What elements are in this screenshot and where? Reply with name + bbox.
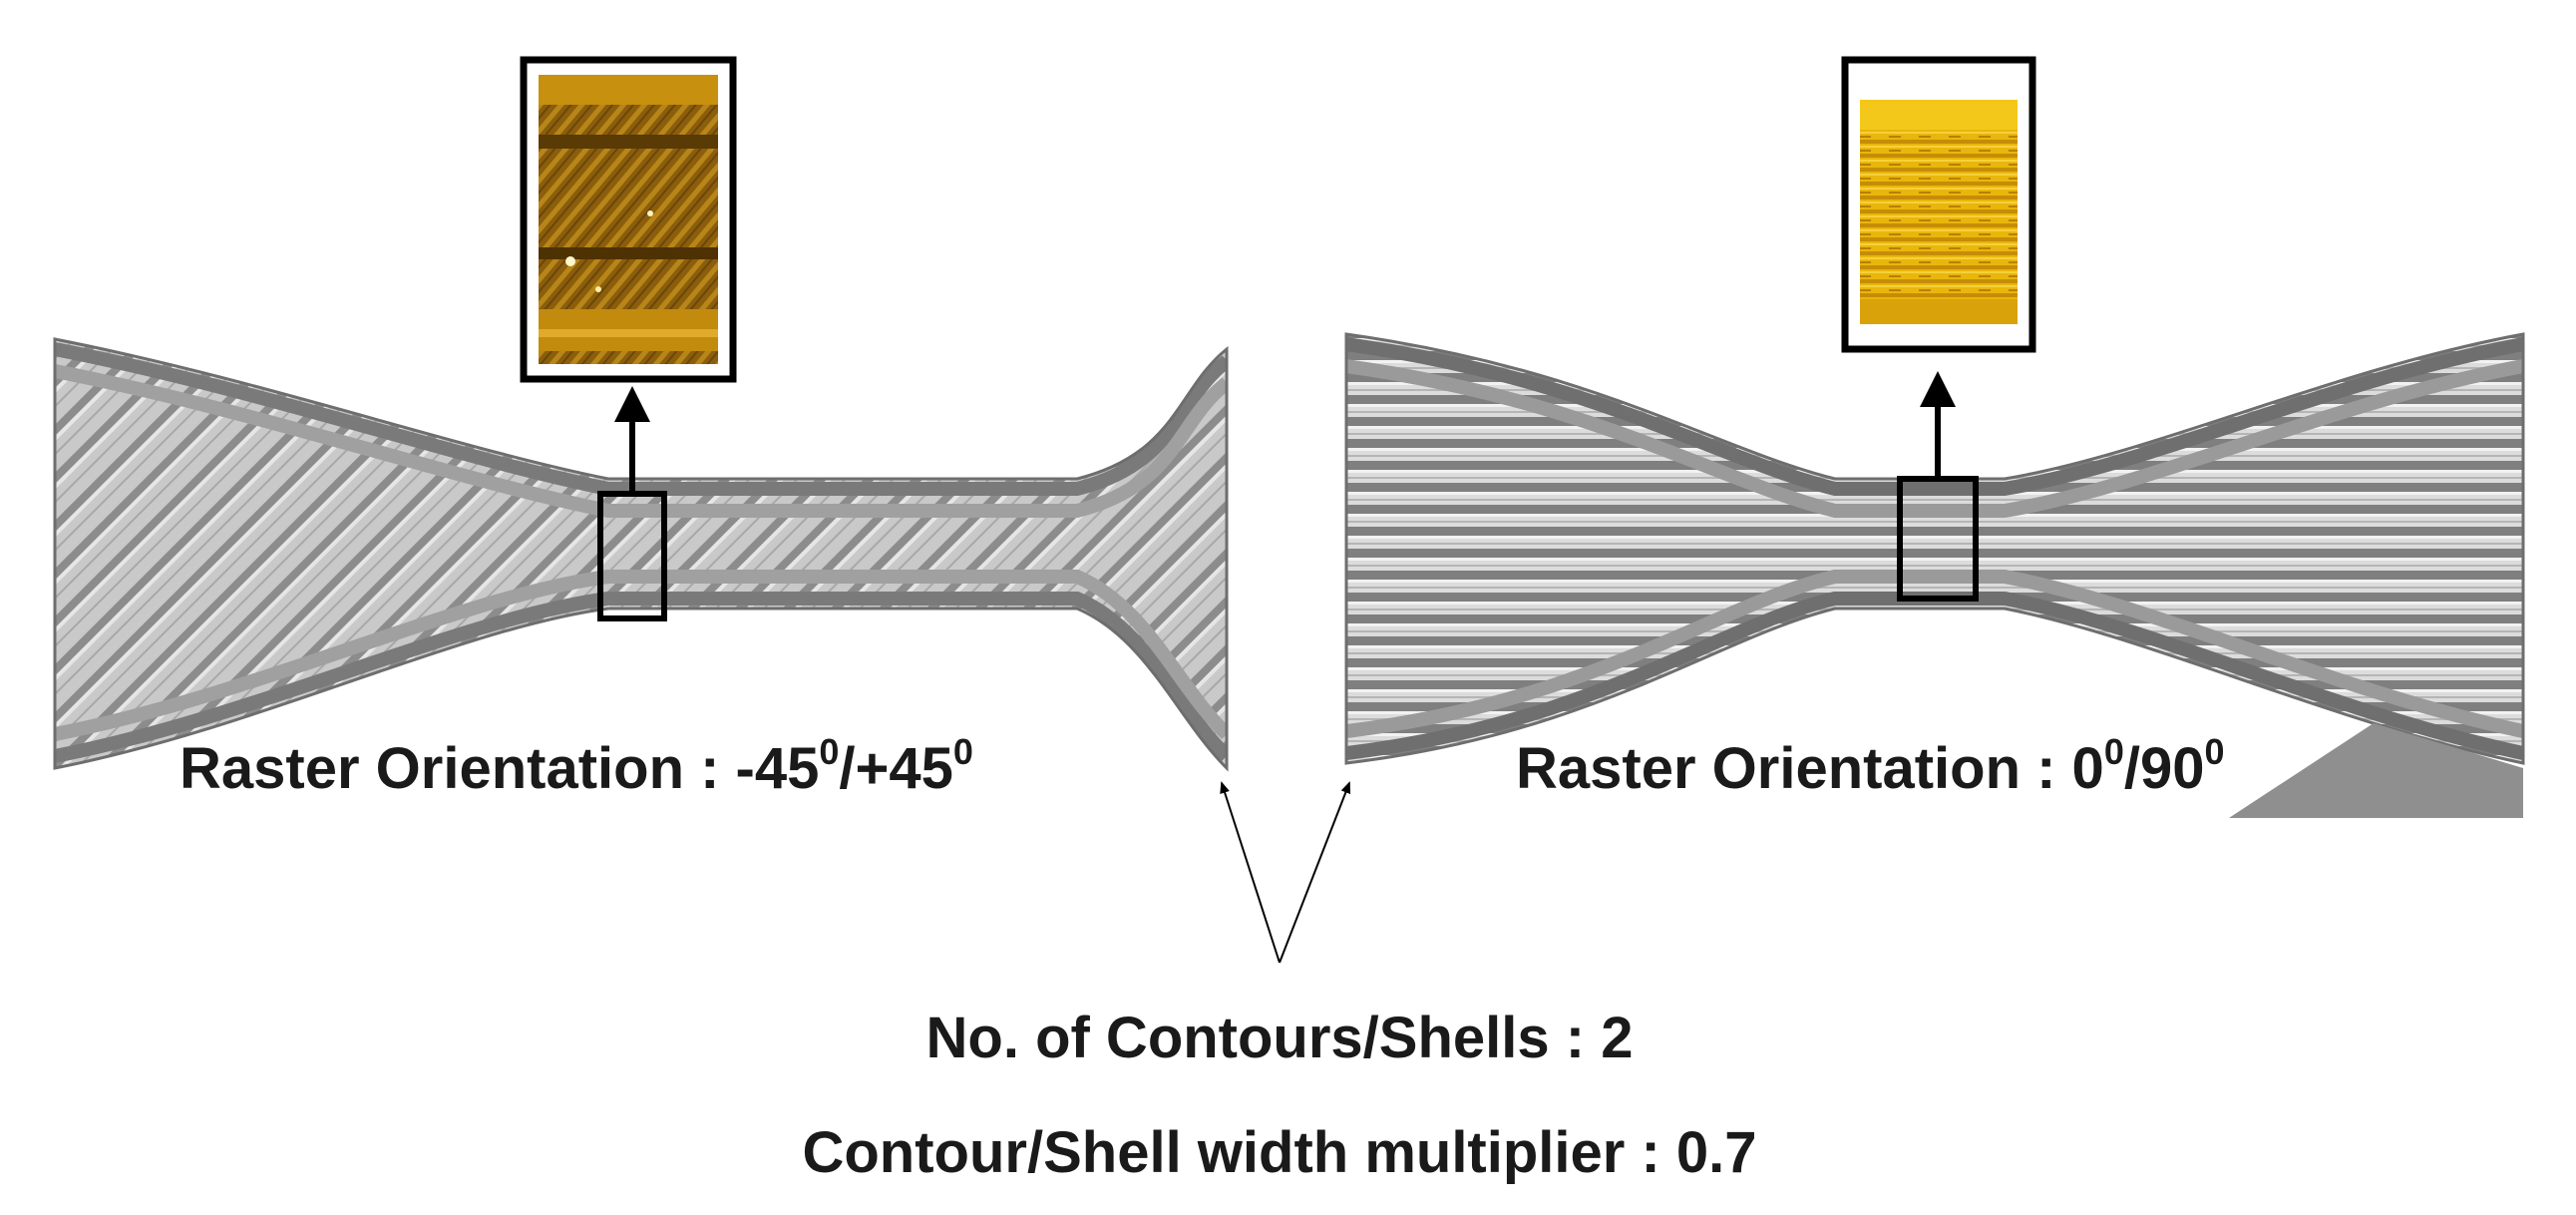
support-wedge [2229,723,2523,818]
width-multiplier-label: Contour/Shell width multiplier : 0.7 [802,1120,1756,1185]
right-fabric-image [1860,100,2018,324]
left-raster-label: Raster Orientation : -450/+450 [180,731,973,801]
contours-count-label: No. of Contours/Shells : 2 [926,1006,1634,1070]
right-raster-label: Raster Orientation : 00/900 [1516,731,2225,801]
left-zoom-inset [520,56,737,621]
right-zoom-inset [1841,56,2036,602]
left-specimen [53,337,1229,772]
left-fabric-image [539,75,718,364]
contour-pointer-arrows [1220,781,1351,964]
